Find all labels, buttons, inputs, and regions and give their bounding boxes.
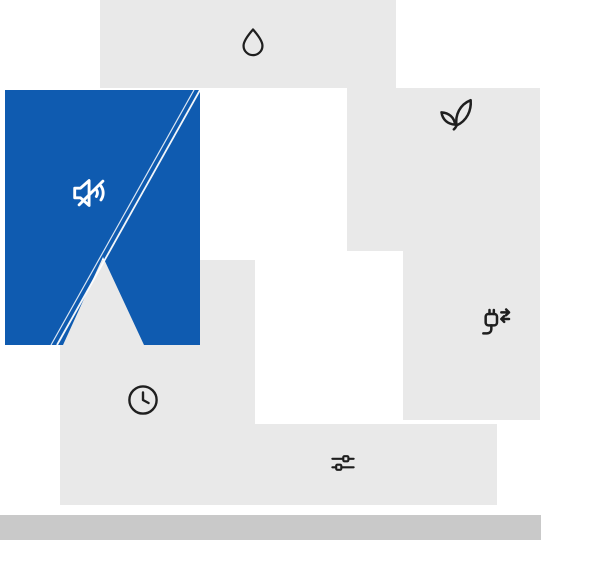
panel-right-lower [403,250,540,420]
panel-right-upper [347,88,540,251]
plug-swap-icon [476,302,516,342]
panel-bottom-middle [200,424,497,505]
bottom-bar [0,515,541,540]
clock-icon [124,381,162,419]
speaker-mute-icon [68,170,114,216]
blue-ribbon [5,90,200,346]
leaf-icon [436,93,476,133]
settings-sliders-icon [326,446,360,480]
panel-top [100,0,396,88]
water-drop-icon [235,25,271,61]
